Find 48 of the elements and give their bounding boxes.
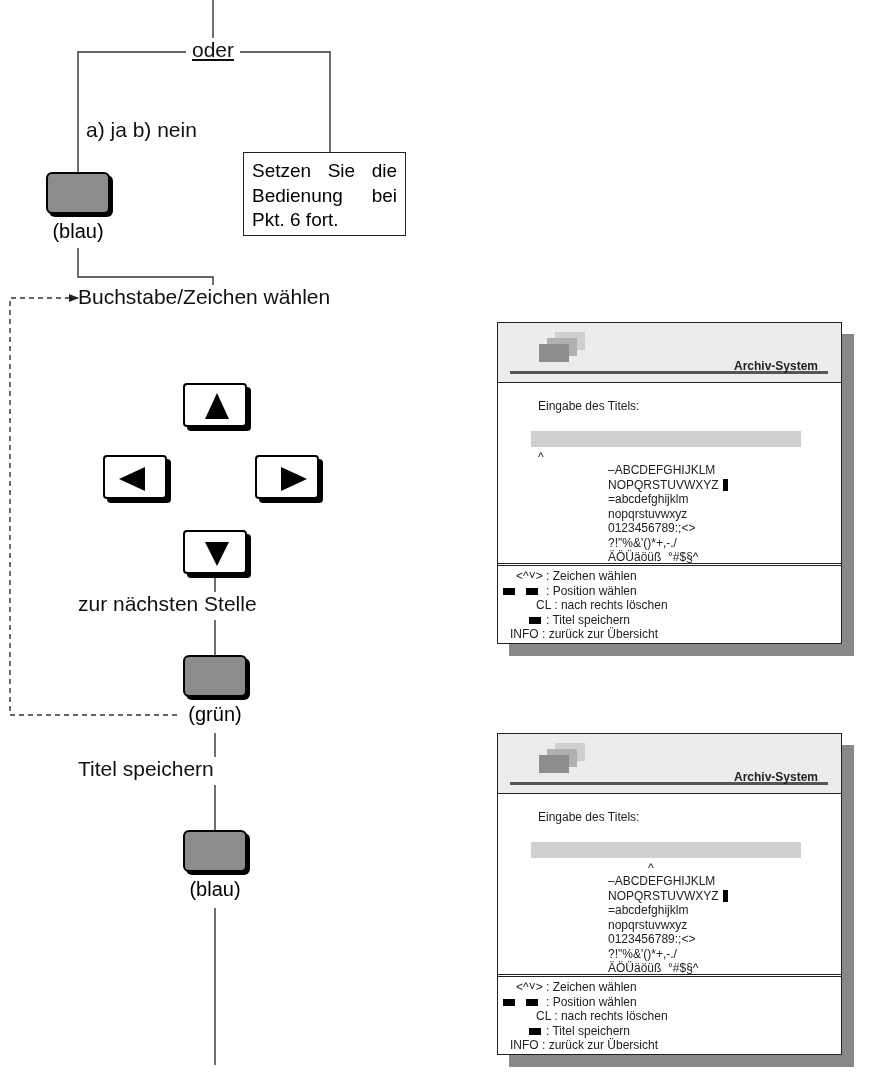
instruction-text: a) ja b) nein (86, 118, 197, 142)
step-text: zur nächsten Stelle (78, 592, 352, 620)
legend-line: <^˅> : Zeichen wählen (516, 569, 637, 583)
legend-line: INFO : zurück zur Übersicht (510, 627, 659, 641)
step-text: oder (186, 38, 240, 66)
legend-line: : Titel speichern (546, 1023, 631, 1038)
button-caption: (blau) (188, 878, 242, 901)
character-row: ?!"%&'()*+,-./ (608, 535, 677, 550)
legend-line: CL : nach rechts löschen (536, 598, 668, 612)
button-caption: (blau) (51, 220, 105, 243)
connector-line (212, 0, 214, 39)
character-row: ÄÖÜäöüß_°#$§^ (608, 961, 699, 975)
connector-line (214, 732, 216, 758)
note-box: Setzen Sie die Bedienung bei Pkt. 6 fort. (243, 152, 406, 236)
connector-line (77, 247, 214, 286)
character-row: –ABCDEFGHIJKLM (608, 874, 716, 888)
character-row: ÄÖÜäöüß_°#$§^ (608, 550, 699, 564)
cursor-mark: ^ (538, 450, 544, 464)
step-text: Titel speichern (78, 757, 352, 785)
legend-line: INFO : zurück zur Übersicht (510, 1038, 659, 1052)
cursor-mark: ^ (648, 861, 654, 875)
legend-line: : Position wählen (546, 583, 637, 598)
character-row: 0123456789:;<> (608, 932, 696, 946)
character-row: NOPQRSTUVWXYZ (608, 477, 728, 492)
character-row: ?!"%&'()*+,-./ (608, 946, 677, 961)
legend-line: <^˅> : Zeichen wählen (516, 980, 637, 994)
connector-line (214, 907, 216, 1066)
button-caption: (grün) (187, 703, 243, 726)
step-text: Buchstabe/Zeichen wählen (78, 285, 352, 312)
character-row: nopqrstuvwxyz (608, 917, 688, 932)
connector-line (214, 619, 216, 656)
connector-line (214, 784, 216, 831)
legend-line: CL : nach rechts löschen (536, 1009, 668, 1023)
screen-subtitle: Archiv-System (734, 359, 819, 373)
character-row: =abcdefghijklm (608, 492, 689, 506)
character-row: 0123456789:;<> (608, 521, 696, 535)
character-row: NOPQRSTUVWXYZ (608, 888, 728, 903)
arrow (9, 294, 178, 716)
connector-line (239, 51, 331, 153)
legend-line: : Titel speichern (546, 612, 631, 627)
prompt-text: Eingabe des Titels: (538, 810, 640, 824)
character-row: –ABCDEFGHIJKLM (608, 463, 716, 477)
character-row: =abcdefghijklm (608, 903, 689, 917)
connector-line (77, 51, 187, 173)
screen-subtitle: Archiv-System (734, 770, 819, 784)
legend-line: : Position wählen (546, 994, 637, 1009)
character-row: nopqrstuvwxyz (608, 506, 688, 521)
prompt-text: Eingabe des Titels: (538, 399, 640, 413)
